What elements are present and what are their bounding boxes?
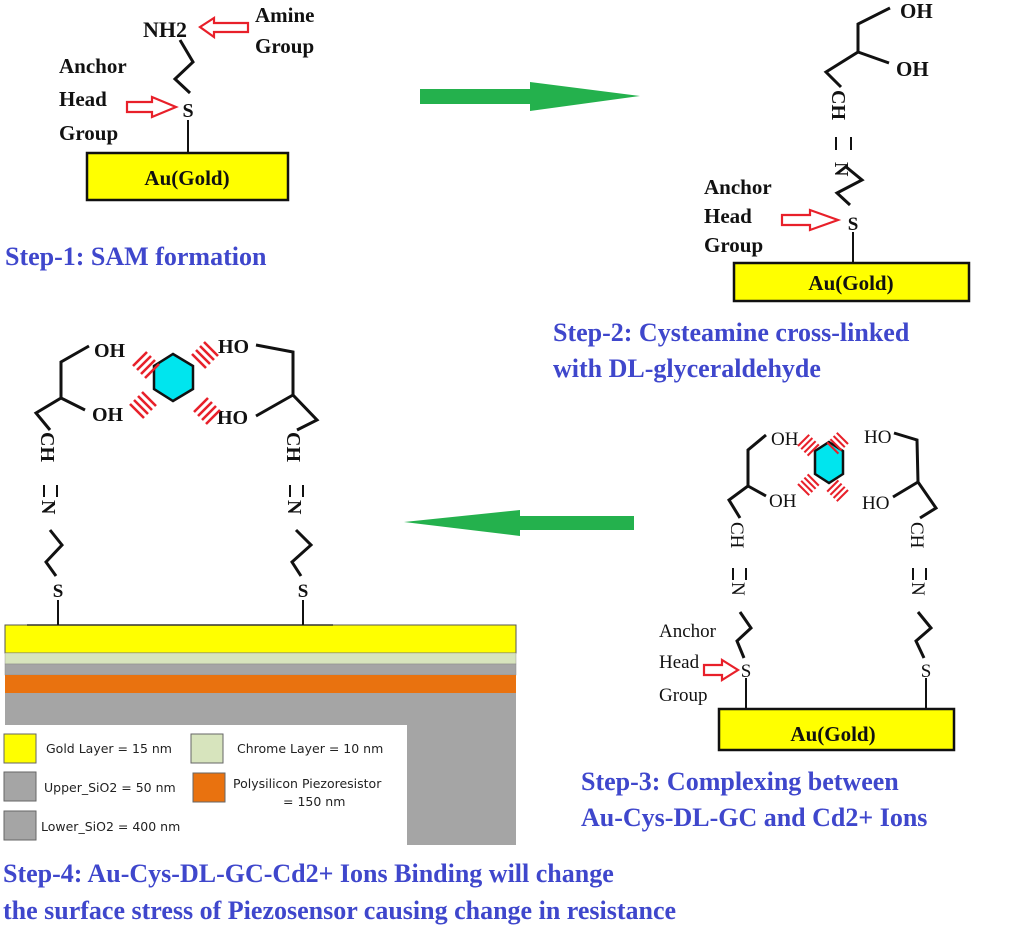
imine-n: N	[830, 162, 852, 177]
anchor-pointer-arrow-icon	[780, 208, 842, 232]
step3-panel: Au(Gold) S N CH OH OH S N CH HO HO Ancho…	[581, 427, 956, 832]
anchor-callout-line2: Head	[659, 652, 700, 673]
gold-layer	[4, 624, 517, 654]
legend-label-polysilicon: Polysilicon Piezoresistor	[233, 776, 382, 791]
step2-caption-line1: Step-2: Cysteamine cross-linked	[553, 318, 910, 347]
imine-n-right: N	[907, 582, 928, 596]
step2-caption-line2: with DL-glyceraldehyde	[553, 354, 821, 383]
anchor-callout-line1: Anchor	[59, 54, 127, 78]
anchor-callout-line3: Group	[659, 685, 708, 706]
hydroxyl-left-top: OH	[771, 429, 799, 450]
glyceraldehyde-backbone	[823, 6, 891, 89]
chrome-layer	[4, 652, 517, 665]
substrate-label: Au(Gold)	[144, 166, 229, 190]
imine-ch-right: CH	[906, 522, 927, 549]
backbone-left	[727, 433, 767, 519]
oh-bond-left	[60, 396, 86, 412]
hydroxyl-right-top: HO	[218, 336, 249, 358]
alkyl-chain-left	[44, 529, 64, 577]
step3-caption-line2: Au-Cys-DL-GC and Cd2+ Ions	[581, 803, 927, 832]
hydroxyl-right-bottom: HO	[217, 407, 248, 429]
backbone-right	[255, 343, 320, 432]
sulfur-atom-right: S	[921, 661, 932, 682]
legend-swatch-gold	[3, 733, 37, 764]
ho-bond-right	[892, 480, 919, 499]
sulfur-atom: S	[182, 100, 193, 122]
step4-panel: Gold Layer = 15 nm Chrome Layer = 10 nm …	[3, 336, 676, 925]
imine-n-left: N	[37, 500, 59, 515]
legend-label-polysilicon-value: = 150 nm	[283, 794, 345, 809]
step3-caption-line1: Step-3: Complexing between	[581, 767, 899, 796]
imine-ch-right: CH	[282, 432, 304, 462]
hydroxyl-left-top: OH	[94, 340, 126, 362]
hbond-hatch-right-top	[190, 340, 220, 370]
alkyl-chain-left	[735, 611, 753, 659]
alkyl-chain-right	[290, 528, 314, 577]
gold-substrate	[717, 707, 956, 752]
hbond-hatch-left-bottom	[128, 390, 158, 420]
step1-panel: Au(Gold) S NH2 Amine Group Anchor Head G…	[5, 3, 315, 271]
sulfur-atom: S	[848, 214, 859, 235]
process-arrow-left-icon	[404, 510, 634, 536]
alkyl-chain	[834, 164, 865, 207]
polysilicon-layer	[5, 675, 516, 693]
amine-pointer-arrow-icon	[198, 15, 250, 40]
substrate-label: Au(Gold)	[790, 722, 875, 746]
cadmium-ion-ring-icon	[152, 352, 195, 403]
legend-label-lower-sio2: Lower_SiO2 = 400 nm	[41, 819, 180, 834]
anchor-callout-line2: Head	[704, 204, 752, 228]
imine-ch: CH	[827, 90, 849, 120]
upper-sio2-layer	[4, 663, 517, 676]
legend-label-gold: Gold Layer = 15 nm	[46, 741, 172, 756]
anchor-callout-line1: Anchor	[704, 175, 772, 199]
step1-caption: Step-1: SAM formation	[5, 242, 267, 271]
imine-ch-left: CH	[726, 522, 747, 549]
layer-legend: Gold Layer = 15 nm Chrome Layer = 10 nm …	[3, 733, 383, 841]
legend-label-upper-sio2: Upper_SiO2 = 50 nm	[44, 780, 176, 795]
sulfur-atom-left: S	[53, 581, 64, 602]
anchor-callout-line3: Group	[59, 121, 118, 145]
backbone-right	[893, 431, 939, 520]
legend-swatch-chrome	[190, 733, 224, 764]
gold-substrate	[732, 261, 971, 303]
hydroxyl-mid: OH	[896, 57, 929, 81]
imine-ch-left: CH	[36, 432, 58, 462]
step4-caption-line2: the surface stress of Piezosensor causin…	[3, 896, 676, 925]
lower-sio2-layer	[5, 693, 516, 845]
hydroxyl-left-bottom: OH	[92, 404, 124, 426]
hydroxyl-left-bottom: OH	[769, 491, 797, 512]
amine-label: NH2	[143, 17, 187, 42]
imine-n-right: N	[283, 500, 305, 515]
oh-bond-left	[747, 484, 767, 498]
anchor-callout-line2: Head	[59, 87, 107, 111]
alkyl-chain-right	[914, 611, 934, 659]
anchor-pointer-arrow-icon	[702, 658, 741, 682]
amine-callout-line1: Amine	[255, 3, 315, 27]
anchor-callout-line3: Group	[704, 233, 763, 257]
ho-bond-right	[255, 393, 294, 418]
step2-panel: Au(Gold) S N CH OH OH Anchor Head Group …	[553, 0, 971, 383]
hydroxyl-top: OH	[900, 0, 933, 23]
legend-swatch-upper-sio2	[3, 771, 37, 802]
gold-substrate	[85, 151, 290, 202]
anchor-callout-line1: Anchor	[659, 621, 717, 642]
legend-swatch-polysilicon	[192, 772, 226, 803]
oh-bond	[857, 50, 890, 65]
legend-label-chrome: Chrome Layer = 10 nm	[237, 741, 383, 756]
imine-n-left: N	[727, 582, 748, 596]
sulfur-atom-left: S	[741, 661, 752, 682]
anchor-pointer-arrow-icon	[125, 95, 179, 119]
sulfur-atom-right: S	[298, 581, 309, 602]
process-arrow-right-icon	[420, 82, 640, 111]
hydroxyl-right-bottom: HO	[862, 493, 889, 514]
hbond-hatch-left-bottom	[796, 473, 820, 497]
alkyl-chain	[172, 39, 195, 95]
hydroxyl-right-top: HO	[864, 427, 891, 448]
substrate-label: Au(Gold)	[808, 271, 893, 295]
backbone-left	[33, 344, 90, 431]
legend-swatch-lower-sio2	[3, 810, 37, 841]
step4-caption-line1: Step-4: Au-Cys-DL-GC-Cd2+ Ions Binding w…	[3, 859, 614, 888]
amine-callout-line2: Group	[255, 34, 314, 58]
